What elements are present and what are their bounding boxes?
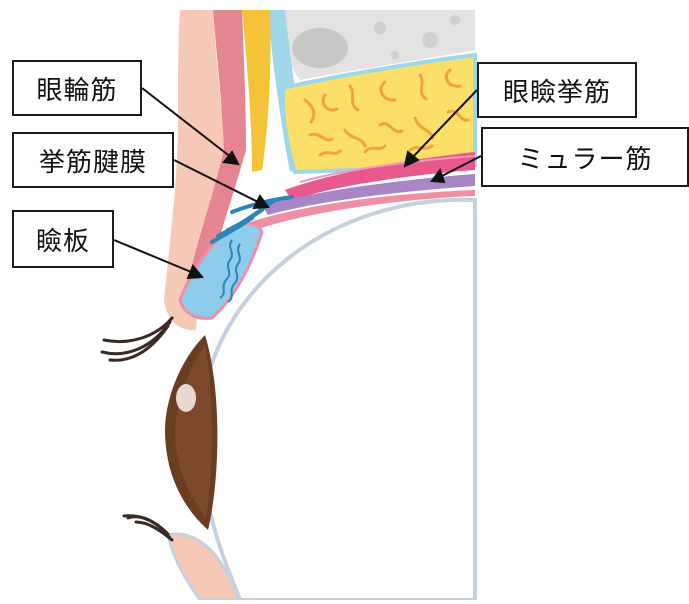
iris [165, 335, 217, 530]
label-levator-aponeurosis: 挙筋腱膜 [12, 132, 174, 188]
label-levator-muscle: 眼瞼挙筋 [477, 62, 637, 118]
label-orbicularis-oculi: 眼輪筋 [12, 60, 142, 116]
upper-eyelashes [102, 318, 172, 360]
label-muller-muscle: ミュラー筋 [481, 127, 689, 187]
label-tarsal-plate: 瞼板 [12, 210, 114, 268]
orbital-septum [242, 10, 271, 172]
